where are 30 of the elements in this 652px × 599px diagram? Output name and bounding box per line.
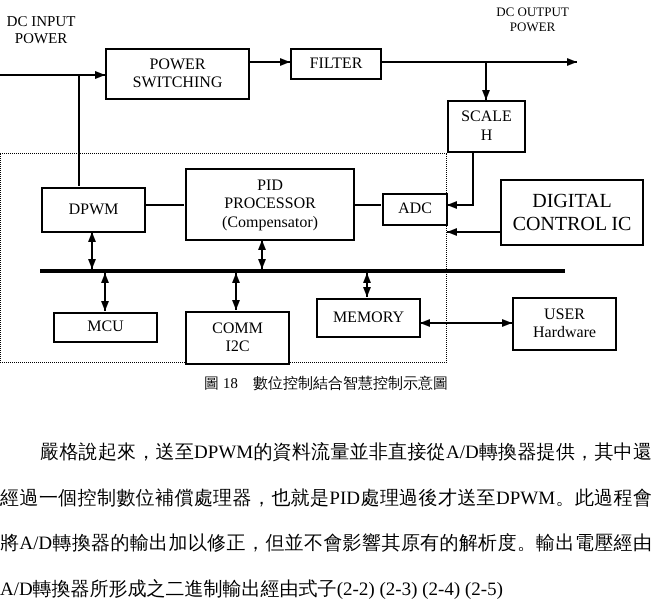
arrow — [78, 71, 105, 186]
output-label: DC OUTPUT POWER — [495, 5, 570, 35]
bus-bar — [40, 269, 565, 273]
arrow — [101, 273, 109, 311]
process-box: SCALE H — [447, 100, 526, 153]
arrow — [420, 319, 512, 327]
arrow — [232, 273, 240, 310]
figure-caption: 圖 18 數位控制結合智慧控制示意圖 — [203, 376, 449, 394]
process-box: DPWM — [41, 187, 146, 233]
dotted-boundary — [0, 153, 447, 363]
connector-line — [145, 204, 184, 206]
arrow — [447, 228, 500, 236]
process-box: ADC — [382, 193, 448, 226]
process-box: FILTER — [290, 48, 382, 80]
process-box: MCU — [53, 312, 158, 343]
process-box: USER Hardware — [512, 297, 617, 351]
arrow — [250, 58, 290, 66]
process-box: PID PROCESSOR (Compensator) — [185, 168, 355, 241]
input-label: DC INPUT POWER — [6, 14, 76, 48]
arrow — [382, 61, 490, 100]
process-box: COMM I2C — [185, 311, 290, 365]
connector-line — [354, 204, 381, 206]
arrow — [88, 232, 96, 269]
arrow — [447, 153, 474, 209]
body-paragraph: 嚴格說起來，送至DPWM的資料流量並非直接從A/D轉換器提供，其中還經過一個控制數位補償處理器，也就是PID處理過後才送至DPWM。此過程會將A/D轉換器的輸出加以修正，但並不會影響其原有的解析度。輸出電壓經由A/D轉換器所形成之二進制輸出經由式子(2-2) (2-3) (2-4) (2-5) — [0, 441, 652, 599]
arrow — [258, 240, 266, 269]
process-box: MEMORY — [316, 298, 421, 338]
arrow — [363, 273, 371, 297]
process-box: DIGITAL CONTROL IC — [500, 179, 644, 246]
process-box: POWER SWITCHING — [105, 48, 250, 100]
